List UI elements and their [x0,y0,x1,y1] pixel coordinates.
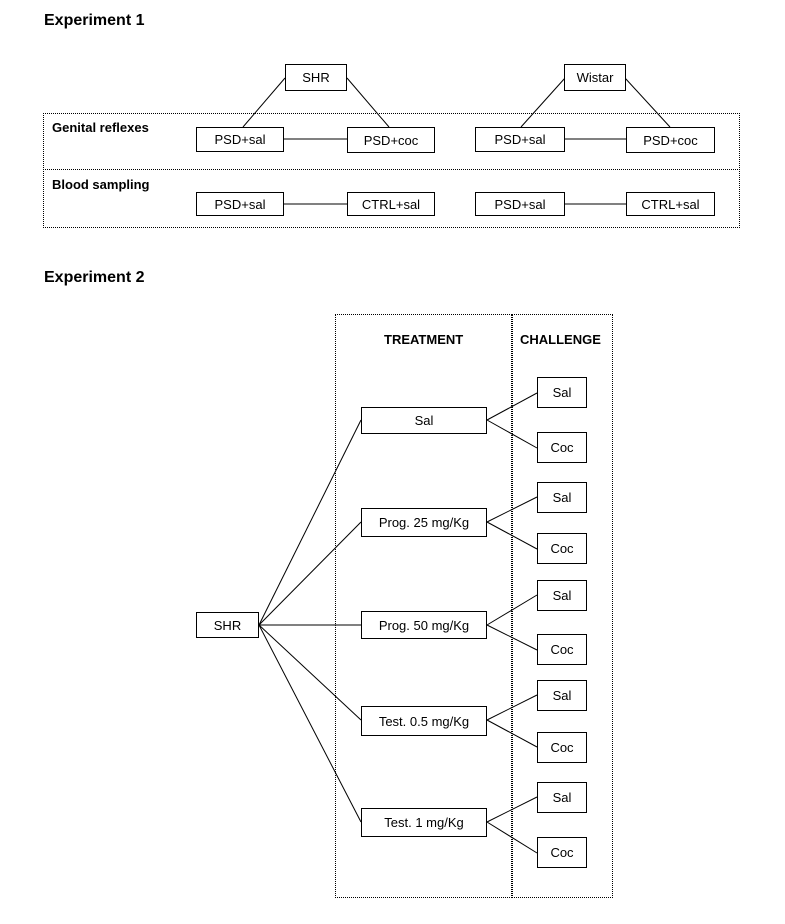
challenge-header: CHALLENGE [520,332,601,347]
group-box: PSD+sal [196,192,284,216]
challenge-box: Coc [537,533,587,564]
treatment-header: TREATMENT [384,332,464,347]
challenge-box: Sal [537,580,587,611]
challenge-box: Sal [537,482,587,513]
challenge-box: Sal [537,782,587,813]
treatment-box: Prog. 25 mg/Kg [361,508,487,537]
group-box: PSD+sal [475,192,565,216]
group-box: PSD+sal [196,127,284,152]
experiment-1-row-divider [43,169,740,170]
challenge-box: Coc [537,634,587,665]
group-box: PSD+sal [475,127,565,152]
experiment-1-frame [43,113,740,228]
challenge-box: Coc [537,732,587,763]
experiment-2-title: Experiment 2 [44,269,145,286]
group-box: PSD+coc [626,127,715,153]
strain-box-wistar: Wistar [564,64,626,91]
treatment-box: Sal [361,407,487,434]
challenge-box: Sal [537,680,587,711]
treatment-box: Test. 0.5 mg/Kg [361,706,487,736]
row-label-genital-reflexes: Genital reflexes [52,120,149,135]
challenge-column-frame [512,314,613,898]
treatment-box: Test. 1 mg/Kg [361,808,487,837]
treatment-column-frame [335,314,512,898]
root-box-shr: SHR [196,612,259,638]
strain-box-shr: SHR [285,64,347,91]
group-box: CTRL+sal [347,192,435,216]
challenge-box: Coc [537,837,587,868]
group-box: CTRL+sal [626,192,715,216]
experiment-1-title: Experiment 1 [44,12,145,29]
group-box: PSD+coc [347,127,435,153]
challenge-box: Coc [537,432,587,463]
row-label-blood-sampling: Blood sampling [52,177,150,192]
challenge-box: Sal [537,377,587,408]
treatment-box: Prog. 50 mg/Kg [361,611,487,639]
